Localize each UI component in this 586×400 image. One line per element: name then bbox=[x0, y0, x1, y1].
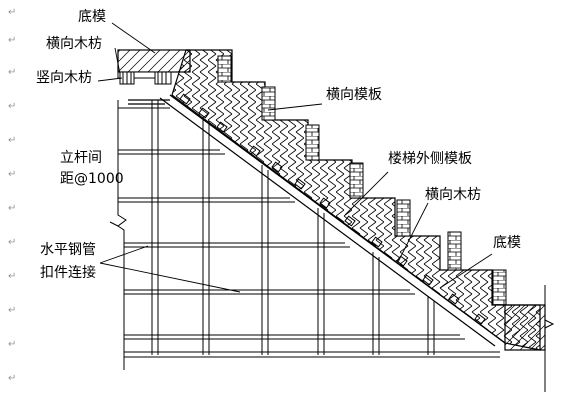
paragraph-mark: ↵ bbox=[8, 271, 17, 282]
label-bottom-form-top: 底模 bbox=[78, 9, 106, 25]
paragraph-mark: ↵ bbox=[8, 101, 17, 112]
brick-blocks bbox=[217, 55, 507, 306]
label-steel-pipe-line1: 水平钢管 bbox=[40, 242, 96, 258]
paragraph-mark: ↵ bbox=[8, 203, 17, 214]
label-stair-side-formwork: 楼梯外侧模板 bbox=[388, 151, 472, 167]
top-landing bbox=[117, 49, 191, 73]
paragraph-mark: ↵ bbox=[8, 237, 17, 248]
paragraph-mark: ↵ bbox=[8, 373, 17, 384]
label-horizontal-batten-left: 横向木枋 bbox=[46, 36, 102, 52]
paragraph-mark: ↵ bbox=[8, 35, 17, 46]
label-bottom-form-right: 底模 bbox=[493, 235, 521, 251]
leader-lines bbox=[97, 22, 493, 293]
bottom-landing bbox=[504, 304, 546, 351]
support-frame bbox=[109, 100, 500, 370]
label-pole-spacing-line2: 距@1000 bbox=[60, 171, 124, 187]
label-horizontal-batten-right: 横向木枋 bbox=[425, 187, 481, 203]
paragraph-mark: ↵ bbox=[8, 135, 17, 146]
paragraph-mark: ↵ bbox=[8, 67, 17, 78]
label-vertical-batten: 竖向木枋 bbox=[36, 70, 92, 86]
paragraph-mark: ↵ bbox=[8, 339, 17, 350]
paragraph-mark: ↵ bbox=[8, 169, 17, 180]
paragraph-mark: ↵ bbox=[8, 305, 17, 316]
label-steel-pipe-line2: 扣件连接 bbox=[40, 265, 96, 281]
label-horizontal-formwork: 横向模板 bbox=[326, 87, 382, 103]
paragraph-mark: ↵ bbox=[8, 7, 17, 18]
label-pole-spacing-line1: 立杆间 bbox=[60, 150, 102, 166]
